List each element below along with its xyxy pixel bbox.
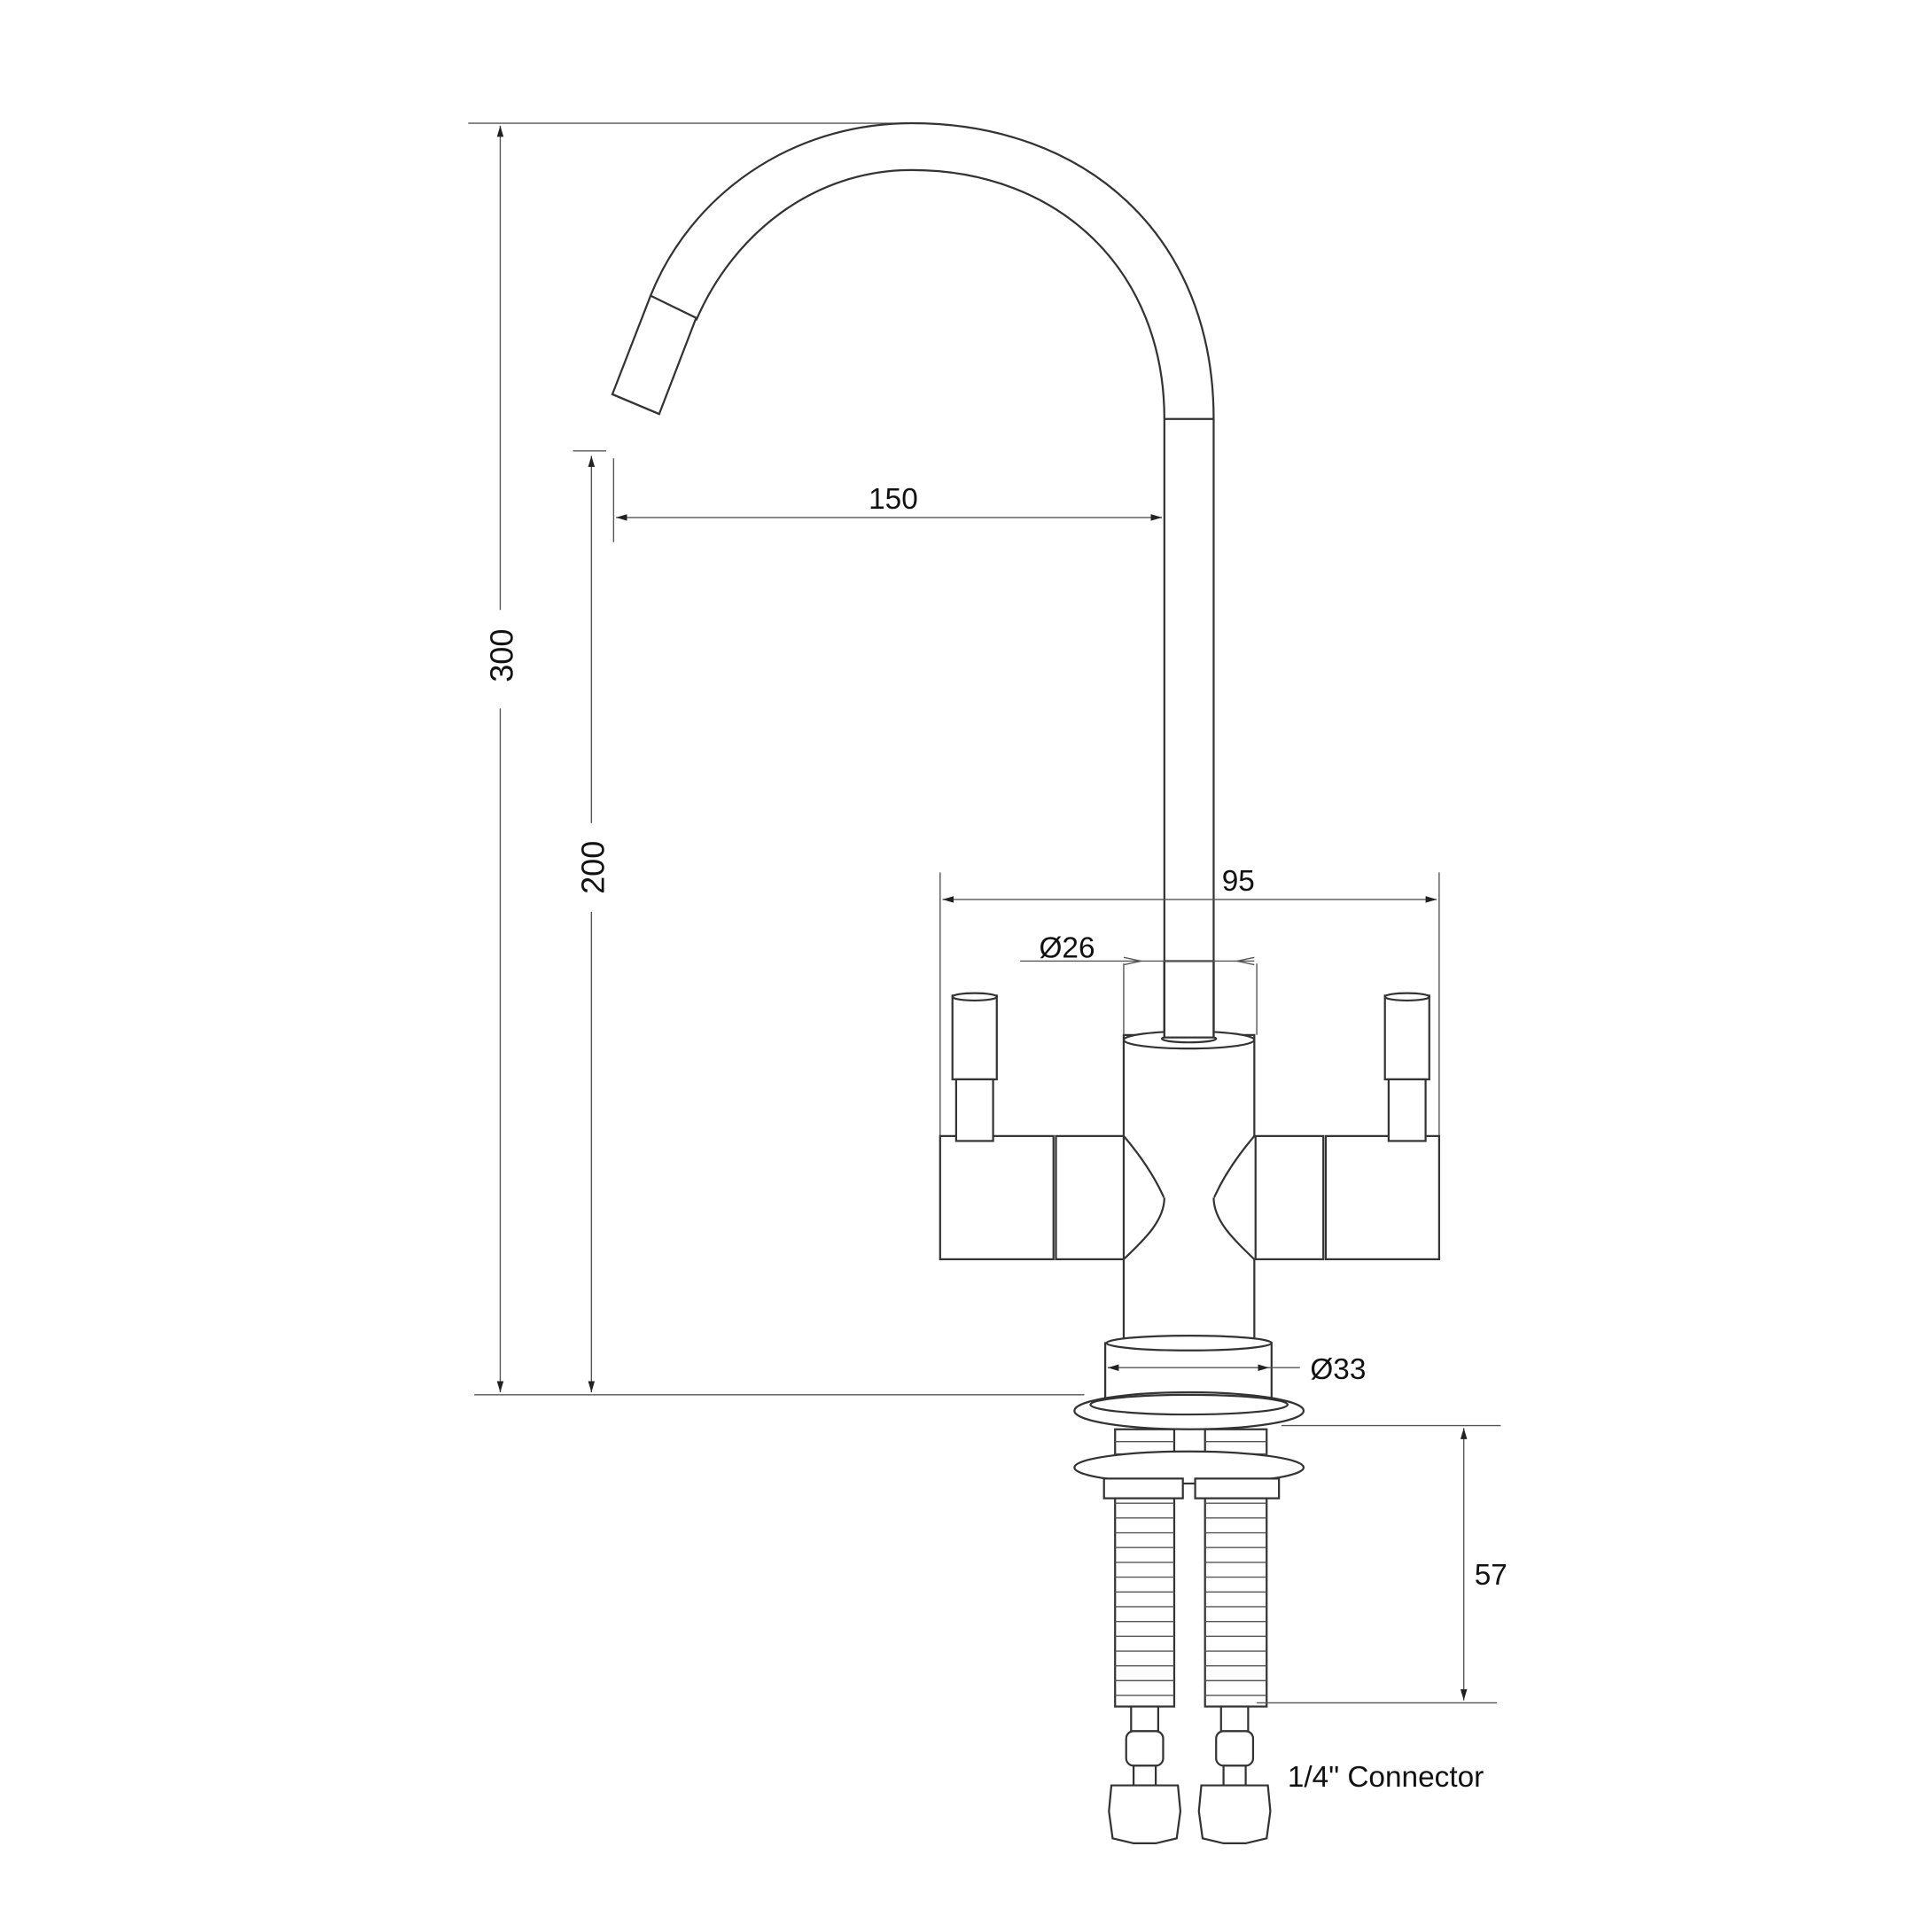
label-connector: 1/4" Connector <box>1288 1761 1484 1794</box>
dimension-200: 200 <box>573 450 611 1393</box>
dimension-300: 300 <box>468 122 1085 1396</box>
dimension-diameter-26: Ø26 <box>1020 931 1258 1035</box>
label-diameter-33: Ø33 <box>1310 1353 1366 1386</box>
label-diameter-26: Ø26 <box>1039 931 1095 964</box>
left-lever <box>951 992 998 1142</box>
dimension-150: 150 <box>612 458 1163 542</box>
label-200: 200 <box>574 841 611 894</box>
label-300: 300 <box>483 629 519 682</box>
spout <box>611 121 1215 1035</box>
base-collar: Ø33 <box>1073 1334 1366 1430</box>
label-57: 57 <box>1475 1559 1507 1592</box>
connectors: 1/4" Connector <box>1108 1705 1484 1845</box>
label-150: 150 <box>869 483 918 516</box>
right-lever <box>1383 992 1430 1142</box>
faucet-body <box>939 960 1440 1344</box>
mounting-shanks <box>1073 1428 1305 1708</box>
label-95: 95 <box>1222 865 1255 898</box>
dimension-57: 57 <box>1257 1424 1507 1704</box>
